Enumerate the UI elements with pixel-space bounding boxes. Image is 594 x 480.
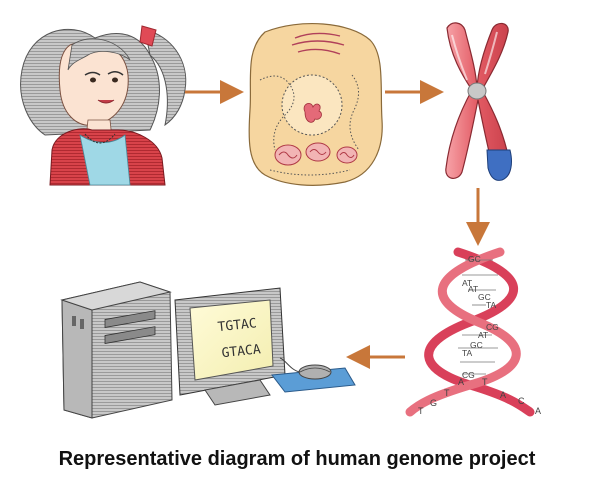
dna-base-label: G bbox=[430, 398, 437, 408]
diagram-caption: Representative diagram of human genome p… bbox=[58, 448, 536, 470]
cell-icon bbox=[248, 23, 383, 186]
monitor-line-1: TGTAC bbox=[217, 316, 257, 335]
dna-helix-icon bbox=[405, 247, 535, 417]
dna-pair-label: GC bbox=[478, 292, 491, 302]
chromosome-icon bbox=[445, 22, 512, 181]
dna-pair-label: AT bbox=[462, 278, 472, 288]
computer-icon bbox=[60, 281, 356, 419]
dna-base-label: A bbox=[500, 390, 506, 400]
dna-base-label: T bbox=[418, 406, 424, 416]
dna-pair-label: AT bbox=[468, 284, 478, 294]
dna-base-label: T bbox=[444, 388, 450, 398]
dna-pair-label: CG bbox=[462, 370, 475, 380]
dna-pair-label: TA bbox=[462, 348, 473, 358]
dna-pair-label: TA bbox=[486, 300, 497, 310]
dna-base-label: T bbox=[482, 377, 488, 387]
dna-base-label: A bbox=[535, 406, 541, 416]
dna-base-label: A bbox=[458, 377, 464, 387]
dna-pair-label: GC bbox=[468, 254, 481, 264]
dna-pair-label: GC bbox=[470, 340, 483, 350]
dna-pair-label: AT bbox=[478, 330, 488, 340]
monitor-line-2: GTACA bbox=[221, 342, 262, 361]
dna-pair-label: CG bbox=[486, 322, 499, 332]
woman-icon bbox=[20, 25, 187, 186]
dna-base-label: C bbox=[518, 396, 525, 406]
